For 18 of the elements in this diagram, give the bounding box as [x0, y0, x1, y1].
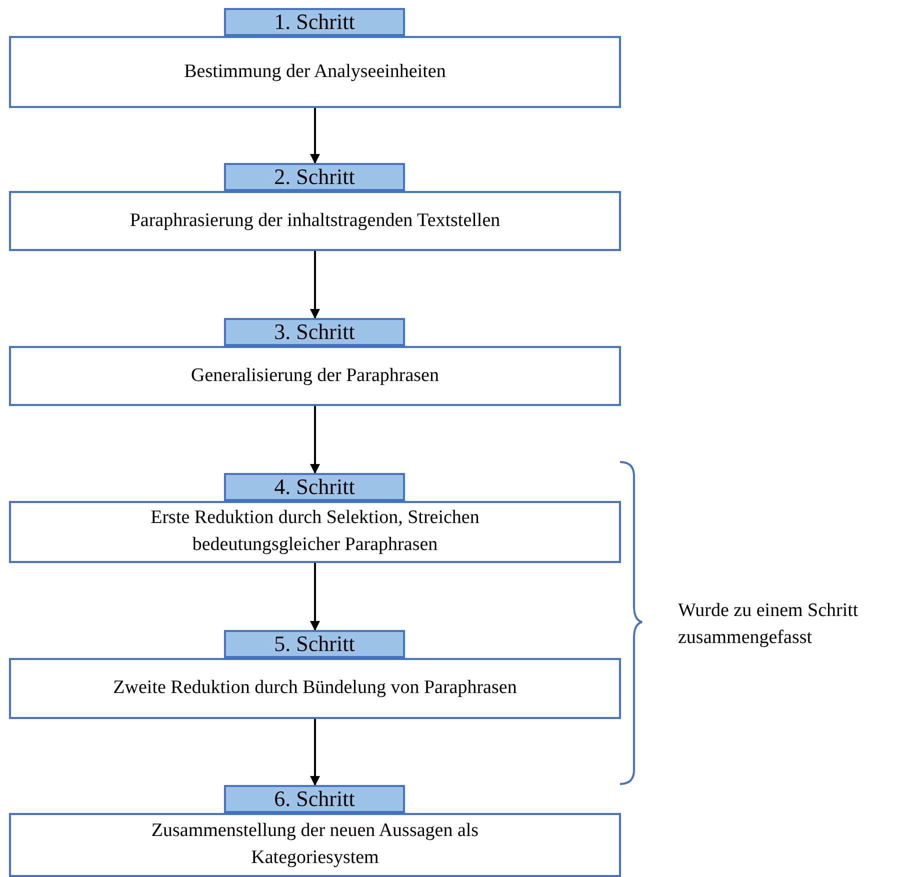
step-box: Bestimmung der Analyseeinheiten — [9, 36, 621, 108]
step-box: Paraphrasierung der inhaltstragenden Textstellen — [9, 191, 621, 251]
step-header: 1. Schritt — [224, 8, 405, 36]
step-box: Zweite Reduktion durch Bündelung von Paraphrasen — [9, 658, 621, 719]
step-box: Zusammenstellung der neuen Aussagen als Kategoriesystem — [9, 813, 621, 877]
step-header: 3. Schritt — [224, 318, 405, 346]
arrow — [310, 563, 320, 631]
arrow — [310, 251, 320, 319]
step-header: 6. Schritt — [224, 785, 405, 813]
arrow — [310, 406, 320, 474]
step-box: Generalisierung der Paraphrasen — [9, 346, 621, 406]
arrow — [310, 108, 320, 164]
bracket-note: Wurde zu einem Schritt zusammengefasst — [678, 599, 860, 650]
step-header: 2. Schritt — [224, 163, 405, 191]
step-box: Erste Reduktion durch Selektion, Streichen bedeutungsgleicher Paraphrasen — [9, 501, 621, 563]
step-header: 4. Schritt — [224, 473, 405, 501]
arrow — [310, 719, 320, 786]
step-header: 5. Schritt — [224, 630, 405, 658]
